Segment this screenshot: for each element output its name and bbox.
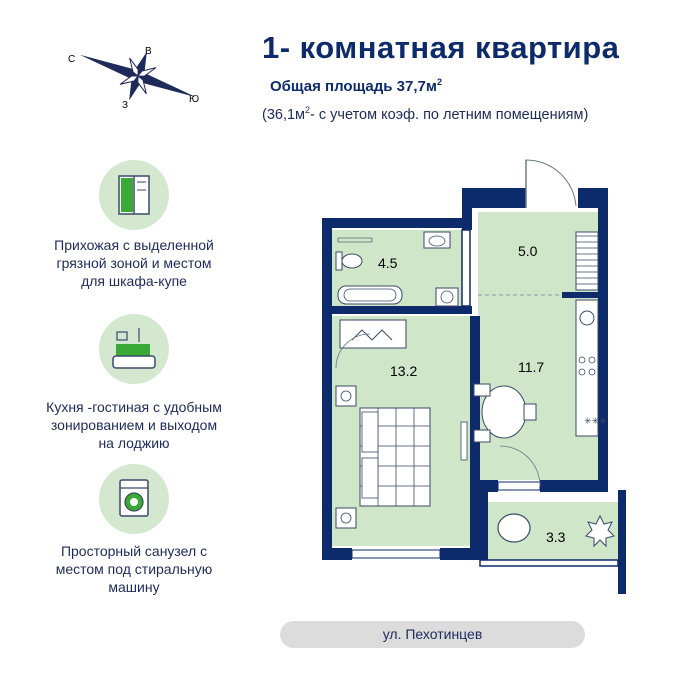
feature-line: на лоджию <box>98 435 170 451</box>
feature-line: зонированием и выходом <box>50 417 218 433</box>
summer-note-sup: 2 <box>305 105 311 115</box>
feature-line: Кухня -гостиная с удобным <box>46 399 222 415</box>
feature-kitchen-living <box>99 314 169 384</box>
feature-wardrobe <box>99 160 169 230</box>
room-area-kitchen-living: 11.7 <box>518 359 544 375</box>
feature-wardrobe-text: Прихожая с выделенной грязной зоной и ме… <box>24 236 244 290</box>
kitchen-living-icon <box>112 328 156 369</box>
summer-note-prefix: (36,1м <box>262 106 306 123</box>
washing-machine-icon <box>119 479 149 517</box>
feature-line: Прихожая с выделенной <box>54 237 214 253</box>
feature-line: местом под стиральную <box>55 561 213 577</box>
compass-south-label: З <box>122 100 128 111</box>
summer-area-note: (36,1м2- с учетом коэф. по летним помеще… <box>262 105 588 123</box>
compass-rose-icon: В С Ю З <box>68 46 199 111</box>
room-area-hallway: 5.0 <box>518 243 538 259</box>
room-area-loggia: 3.3 <box>546 529 566 545</box>
feature-line: Просторный санузел с <box>60 543 208 559</box>
page-title: 1- комнатная квартира <box>262 30 620 65</box>
street-name: ул. Пехотинцев <box>382 626 483 642</box>
wardrobe-icon <box>118 175 150 215</box>
total-area-label: Общая площадь 37,7м <box>270 78 437 95</box>
feature-bathroom <box>99 464 169 534</box>
total-area: Общая площадь 37,7м2 <box>270 77 442 95</box>
room-area-bathroom: 4.5 <box>378 255 398 271</box>
compass-north-label: В <box>145 46 152 57</box>
svg-text:✳✳✳: ✳✳✳ <box>584 416 607 426</box>
summer-note-suffix: - с учетом коэф. по летним помещениям) <box>310 106 589 123</box>
feature-bathroom-text: Просторный санузел с местом под стиральн… <box>24 542 244 596</box>
floor-plan: ✳✳✳ 4.5 5.0 13.2 11.7 3.3 <box>322 159 626 594</box>
feature-kitchen-living-text: Кухня -гостиная с удобным зонированием и… <box>24 398 244 452</box>
feature-line: грязной зоной и местом <box>56 255 212 271</box>
room-area-bedroom: 13.2 <box>390 363 417 379</box>
feature-line: машину <box>108 579 160 595</box>
compass-east-label: Ю <box>189 94 199 105</box>
compass-west-label: С <box>68 54 75 65</box>
total-area-unit-sup: 2 <box>436 77 442 87</box>
feature-line: для шкафа-купе <box>81 273 187 289</box>
street-bar <box>280 621 585 648</box>
